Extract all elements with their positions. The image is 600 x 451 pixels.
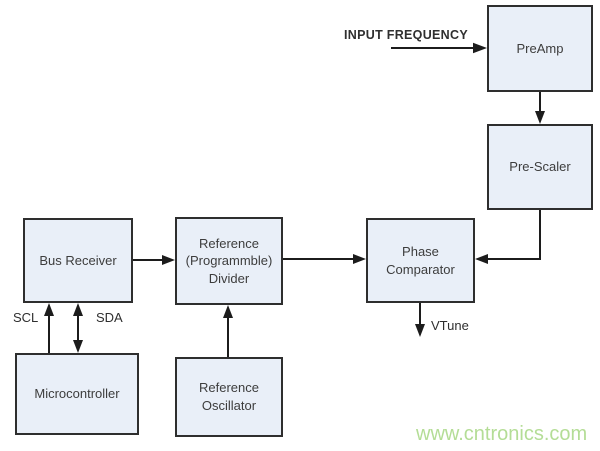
block-phase-comparator-label: Phase Comparator <box>386 243 455 277</box>
input-frequency-label: INPUT FREQUENCY <box>344 28 468 42</box>
block-phase-comparator: Phase Comparator <box>366 218 475 303</box>
block-reference-divider: Reference (Programmble) Divider <box>175 217 283 305</box>
arrow-divider-to-phase-comparator <box>283 254 366 264</box>
arrow-prescaler-to-phase-comparator <box>475 210 541 264</box>
arrow-scl <box>44 303 54 353</box>
block-prescaler-label: Pre-Scaler <box>509 159 571 175</box>
sda-label: SDA <box>96 310 123 325</box>
arrow-sda <box>73 303 83 353</box>
vtune-label: VTune <box>431 318 469 333</box>
arrow-vtune-output <box>415 303 425 337</box>
block-reference-oscillator-label: Reference Oscillator <box>199 380 259 413</box>
block-reference-oscillator: Reference Oscillator <box>175 357 283 437</box>
arrow-preamp-to-prescaler <box>535 92 545 124</box>
block-reference-divider-label: Reference (Programmble) Divider <box>185 235 273 286</box>
arrow-input-frequency <box>391 42 487 54</box>
block-bus-receiver-label: Bus Receiver <box>39 252 117 268</box>
block-microcontroller-label: Microcontroller <box>34 386 120 402</box>
scl-label: SCL <box>13 310 39 325</box>
block-preamp: PreAmp <box>487 5 593 92</box>
block-microcontroller: Microcontroller <box>15 353 139 435</box>
arrow-bus-receiver-to-divider <box>133 255 175 265</box>
block-bus-receiver: Bus Receiver <box>23 218 133 303</box>
block-prescaler: Pre-Scaler <box>487 124 593 210</box>
block-preamp-label: PreAmp <box>516 40 564 56</box>
watermark-text: www.cntronics.com <box>416 423 588 445</box>
arrow-oscillator-to-divider <box>223 305 233 357</box>
